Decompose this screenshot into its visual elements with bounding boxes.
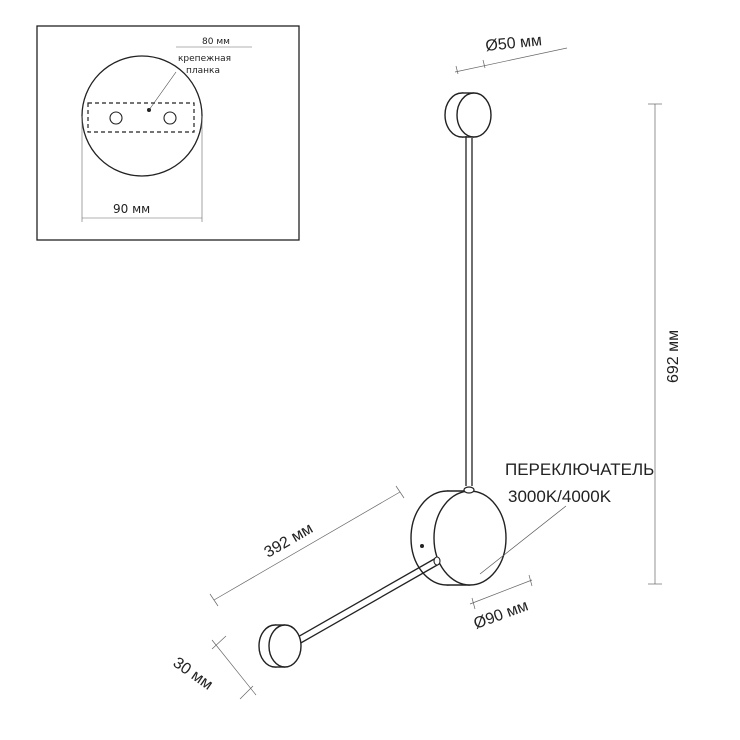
lamp-depth-label: 30 мм (170, 654, 216, 693)
base-disc (410, 486, 507, 586)
switch-label-line2: 3000K/4000K (508, 487, 612, 506)
top-lamp-head (444, 92, 492, 138)
dim-lamp-depth: 30 мм (170, 635, 257, 700)
inset-80mm-label: 80 мм (202, 37, 230, 47)
inset-plate-label-1: крепежная (178, 54, 231, 64)
dim-arm-length: 392 мм (209, 485, 405, 607)
dim-total-height: 692 мм (648, 103, 682, 585)
vertical-rod (465, 136, 473, 486)
diagonal-arm (295, 556, 441, 645)
inset-mount-plate (87, 102, 195, 133)
bottom-lamp-head (258, 624, 302, 668)
total-height-label: 692 мм (665, 330, 682, 383)
switch-label-line1: ПЕРЕКЛЮЧАТЕЛЬ (505, 460, 654, 479)
inset-90mm-label: 90 мм (113, 202, 150, 216)
inset-frame (36, 25, 300, 241)
base-side-screw (420, 544, 424, 548)
inset-screw-hole-left (109, 111, 123, 125)
dim-top-diameter: Ø50 мм (454, 32, 568, 75)
switch-leader (479, 505, 567, 575)
switch-callout: ПЕРЕКЛЮЧАТЕЛЬ 3000K/4000K (479, 460, 654, 575)
inset-plate-label-2: планка (186, 66, 220, 76)
base-diameter-label: Ø90 мм (472, 597, 531, 632)
inset-screw-hole-right (163, 111, 177, 125)
mounting-inset: 80 мм крепежная планка 90 мм (36, 25, 300, 241)
arm-length-label: 392 мм (262, 520, 317, 561)
top-diameter-label: Ø50 мм (485, 32, 543, 55)
inset-base-circle (81, 55, 203, 177)
inset-plate-leader (148, 71, 177, 111)
